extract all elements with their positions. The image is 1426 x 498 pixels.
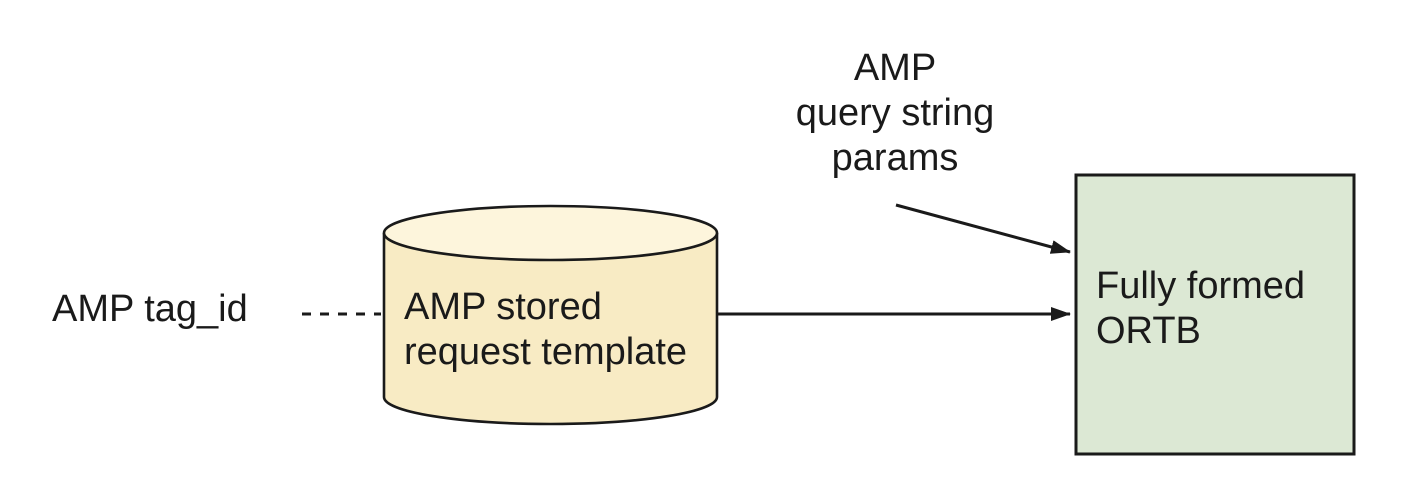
stored-request-cylinder [382, 204, 719, 426]
stored-request-cylinder-label: AMP stored request template [404, 286, 688, 373]
ortb-box [1074, 173, 1356, 456]
params-to-ortb-arrow [895, 203, 1071, 254]
ortb-box-label: Fully formed ORTB [1096, 265, 1306, 352]
cylinder-body [382, 233, 719, 426]
amp-tag-id-label: AMP tag_id [52, 288, 248, 330]
cylinder-top [382, 204, 719, 262]
query-string-params-label: AMP query string params [795, 47, 995, 179]
